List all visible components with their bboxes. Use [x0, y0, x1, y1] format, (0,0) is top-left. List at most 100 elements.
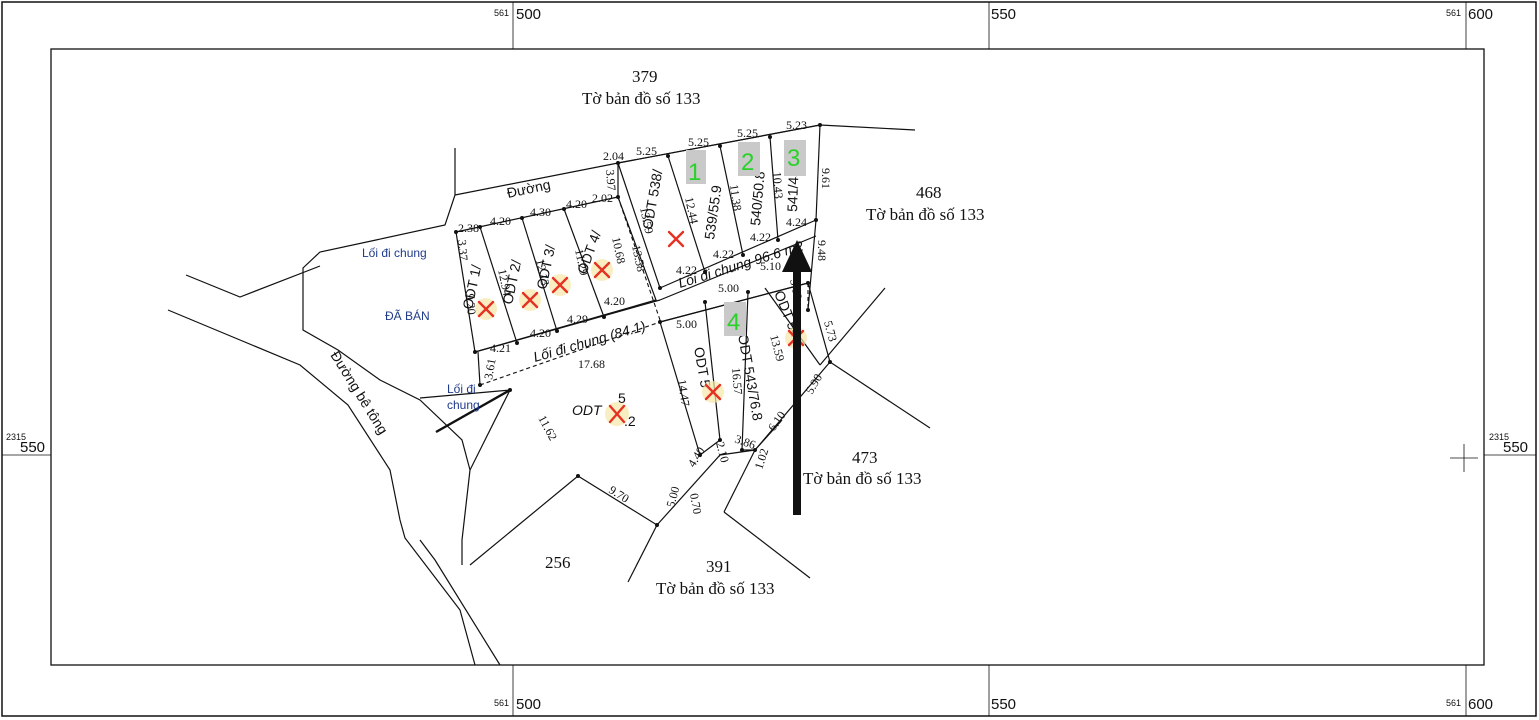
sold-mark-odt-538 — [667, 230, 685, 248]
boundary-lines — [167, 124, 931, 666]
road-label: Đường — [505, 176, 552, 201]
highlight-box-3 — [784, 140, 806, 176]
common-path-label-a: Lối đi — [447, 382, 476, 396]
dim-4-22-a: 4.22 — [676, 263, 697, 277]
dim-2-38: 2.38 — [458, 221, 479, 235]
grid-bottom-prefix-1: 561 — [494, 698, 509, 708]
grid-top-prefix-1: 561 — [494, 8, 509, 18]
grid-right-prefix: 2315 — [1489, 432, 1509, 442]
grid-bottom-label-1: 500 — [516, 696, 541, 713]
parcel-odt-540: 540/50.8 — [747, 170, 768, 226]
dim-17-68: 17.68 — [578, 357, 605, 371]
dim-4-20-c: 4.20 — [530, 326, 551, 340]
dim-5-23: 5.23 — [786, 118, 807, 132]
dim-4-22-b: 4.22 — [713, 247, 734, 261]
dim-5-00-a: 5.00 — [676, 317, 697, 331]
neighbor-473-number: 473 — [852, 448, 878, 467]
dim-2-02: 2.02 — [592, 191, 613, 205]
neighbor-256-number: 256 — [545, 553, 571, 572]
dim-5-00-c: 5.00 — [663, 485, 682, 509]
grid-top-label-2: 550 — [991, 6, 1016, 23]
dim-13-58: 13.58 — [629, 244, 648, 273]
dim-4-20-a: 4.20 — [490, 214, 511, 228]
sold-mark-odt-2 — [519, 289, 541, 311]
dim-5-25-a: 5.25 — [636, 144, 657, 158]
grid-bottom-label-3: 600 — [1468, 696, 1493, 713]
map-frame — [50, 48, 1485, 666]
lot-marker-1: 1 — [688, 159, 701, 186]
dim-5-73: 5.73 — [821, 319, 840, 343]
neighbor-379-number: 379 — [632, 67, 658, 86]
parcel-odt-539: 539/55.9 — [701, 184, 724, 240]
neighbor-468-sheet: Tờ bản đồ số 133 — [866, 205, 985, 224]
pointer-arrow — [782, 240, 812, 515]
common-path-label-b: chung — [447, 398, 480, 412]
sold-mark-odt-4 — [591, 259, 613, 281]
dim-4-22-c: 4.22 — [750, 230, 771, 244]
parcel-odt-5-prefix: ODT — [572, 402, 603, 418]
dim-3-61: 3.61 — [481, 357, 498, 380]
dim-11-38: 11.38 — [727, 183, 745, 211]
dim-3-37: 3.37 — [455, 239, 471, 261]
dim-4-20-d: 4.20 — [604, 294, 625, 308]
dim-2-04: 2.04 — [603, 149, 624, 163]
neighbor-473-sheet: Tờ bản đồ số 133 — [803, 469, 922, 488]
grid-right-label: 550 — [1503, 439, 1528, 456]
dim-10-68: 10.68 — [609, 236, 628, 265]
highlight-box-1 — [686, 150, 706, 184]
dim-4-24: 4.24 — [786, 215, 807, 229]
neighbor-468-number: 468 — [916, 183, 942, 202]
dim-16-57: 16.57 — [729, 367, 745, 395]
dim-5-25-c: 5.25 — [737, 126, 758, 140]
grid-top-label-1: 500 — [516, 6, 541, 23]
neighbor-391-sheet: Tờ bản đồ số 133 — [656, 579, 775, 598]
dim-5-10: 5.10 — [760, 259, 781, 273]
dim-4-20-b: 4.20 — [566, 197, 587, 211]
dim-9-61: 9.61 — [819, 168, 833, 189]
dim-9-70: 9.70 — [606, 483, 631, 506]
dim-10-43: 10.43 — [770, 171, 786, 199]
dim-12-94: 12.94 — [495, 268, 514, 297]
parcel-odt-5-number: 5 — [618, 390, 626, 406]
dim-12-44: 12.44 — [682, 196, 701, 225]
dim-4-29: 4.29 — [567, 312, 588, 326]
dim-2-10: 2.10 — [713, 440, 732, 464]
dim-4-40: 4.40 — [685, 444, 708, 469]
parcel-odt-5-suffix: .2 — [624, 413, 636, 429]
dim-5-25-b: 5.25 — [688, 135, 709, 149]
common-path-label-left: Lối đi chung — [362, 246, 427, 260]
dim-11-62: 11.62 — [535, 413, 560, 443]
dim-9-48: 9.48 — [815, 240, 829, 261]
dim-11-29: 11.29 — [572, 248, 591, 277]
sold-mark-odt-1 — [475, 298, 497, 320]
dim-3-86: 3.86 — [733, 432, 758, 452]
grid-bottom-label-2: 550 — [991, 696, 1016, 713]
grid-top-prefix-3: 561 — [1446, 8, 1461, 18]
lot-marker-4: 4 — [727, 309, 740, 336]
sold-mark-odt-542 — [702, 381, 724, 403]
dim-13-59-b: 13.59 — [767, 333, 788, 363]
dim-14-47: 14.47 — [675, 378, 693, 407]
dim-4-21: 4.21 — [490, 341, 511, 355]
highlight-box-4 — [724, 302, 746, 336]
dim-5-00-b: 5.00 — [718, 281, 739, 295]
lot-marker-3: 3 — [787, 145, 800, 172]
dim-9-20: 9.20 — [463, 293, 479, 315]
sold-mark-odt-5 — [605, 402, 629, 426]
neighbor-391-number: 391 — [706, 557, 732, 576]
grid-bottom-prefix-3: 561 — [1446, 698, 1461, 708]
sold-mark-odt-3 — [549, 274, 571, 296]
dim-13-59-a: 13.59 — [637, 206, 656, 235]
dim-12-13: 12.13 — [533, 258, 552, 287]
grid-top-label-3: 600 — [1468, 6, 1493, 23]
grid-left-label: 550 — [20, 439, 45, 456]
grid-left-prefix: 2315 — [6, 432, 26, 442]
dim-5-90: 5.90 — [802, 371, 825, 396]
dim-0-70: 0.70 — [687, 492, 704, 515]
dim-3-97: 3.97 — [603, 169, 619, 191]
neighbor-379-sheet: Tờ bản đồ số 133 — [582, 89, 701, 108]
dim-6-10: 6.10 — [765, 408, 789, 433]
